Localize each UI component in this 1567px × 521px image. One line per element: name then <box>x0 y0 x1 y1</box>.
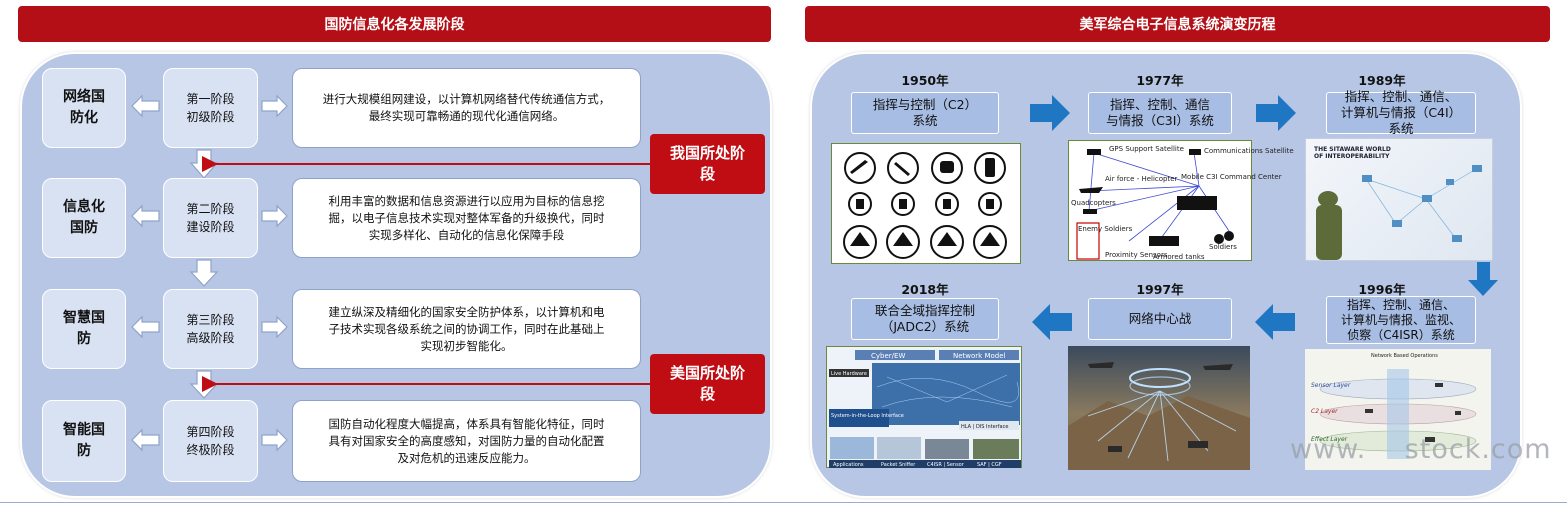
ncw-image <box>1068 346 1250 470</box>
us-stage-callout: 美国所处阶 段 <box>650 354 765 414</box>
stage-level: 高级阶段 <box>186 331 235 345</box>
c4isr-effect-layer: Effect Layer <box>1311 436 1348 443</box>
year-1989: 1989年 <box>1358 73 1406 88</box>
system-box-c2: 指挥与控制（C2） 系统 <box>851 92 999 134</box>
arrow-right-2 <box>261 204 288 228</box>
c3i-label-airforce: Air force - Helicopter <box>1105 175 1178 183</box>
phase-name-4: 智能国 防 <box>42 400 126 482</box>
stage-box-2: 第二阶段 建设阶段 <box>163 178 258 258</box>
stage-level: 终极阶段 <box>186 443 235 457</box>
jadc2-label-packet: Packet Sniffer <box>881 462 916 468</box>
stage-description-3: 建立纵深及精细化的国家安全防护体系，以计算机和电 子技术实现各级系统之间的协调工… <box>292 289 641 369</box>
c3i-label-soldiers: Soldiers <box>1209 243 1237 251</box>
c4i-sitaware-image: THE SITAWARE WORLD OF INTEROPERABILITY <box>1305 138 1493 261</box>
left-connectors <box>131 94 650 452</box>
stage-box-3: 第三阶段 高级阶段 <box>163 289 258 369</box>
jadc2-label-live: Live Hardware <box>831 371 867 377</box>
right-title-banner: 美军综合电子信息系统演变历程 <box>805 6 1550 42</box>
stage-box-4: 第四阶段 终极阶段 <box>163 400 258 482</box>
system-box-jadc2: 联合全域指挥控制 （JADC2）系统 <box>851 298 999 340</box>
system-box-ncw: 网络中心战 <box>1088 298 1232 340</box>
arrow-left-4 <box>131 428 160 452</box>
year-1996: 1996年 <box>1358 282 1406 297</box>
stage-box-1: 第一阶段 初级阶段 <box>163 68 258 148</box>
arrow-down-1 <box>189 149 219 179</box>
stage-label: 第三阶段 <box>186 313 235 327</box>
c3i-label-enemy: Enemy Soldiers <box>1078 225 1133 233</box>
arrow-right-4 <box>261 428 288 452</box>
stage-label: 第二阶段 <box>186 202 235 216</box>
c4i-heading-2: OF INTEROPERABILITY <box>1314 153 1390 160</box>
arrow-left-icon <box>1032 304 1072 340</box>
c3i-label-sensors: Proximity Sensors <box>1105 251 1168 259</box>
watermark-text: www. stock.com <box>1290 434 1552 465</box>
arrow-left-1 <box>131 94 160 118</box>
c2-icons-image <box>831 143 1021 264</box>
jadc2-label-c4isr: C4ISR | Sensor <box>927 462 965 468</box>
arrow-left-3 <box>131 315 160 339</box>
arrow-left-2 <box>131 204 160 228</box>
arrow-down-icon <box>1468 262 1498 296</box>
jadc2-label-network: Network Model <box>953 352 1006 360</box>
jadc2-label-hla: HLA | DIS Interface <box>961 424 1008 430</box>
c3i-label-mobile: Mobile C3I Command Center <box>1181 173 1282 181</box>
system-box-c4isr: 指挥、控制、通信、 计算机与情报、监视、 侦察（C4ISR）系统 <box>1326 296 1476 344</box>
system-box-c3i: 指挥、控制、通信 与情报（C3I）系统 <box>1088 92 1232 134</box>
china-stage-callout: 我国所处阶 段 <box>650 134 765 194</box>
stage-level: 初级阶段 <box>186 110 235 124</box>
year-1950: 1950年 <box>901 73 949 88</box>
stage-description-1: 进行大规模组网建设，以计算机网络替代传统通信方式， 最终实现可靠畅通的现代化通信… <box>292 68 641 148</box>
evolution-arrows <box>1030 95 1498 340</box>
c3i-label-comm: Communications Satellite <box>1204 147 1294 155</box>
year-1977: 1977年 <box>1136 73 1184 88</box>
c4isr-image: Network Based Operations Sensor Layer C2… <box>1305 349 1491 470</box>
phase-name-3: 智慧国 防 <box>42 289 126 369</box>
c3i-label-quad: Quadcopters <box>1071 199 1116 207</box>
jadc2-label-cyber: Cyber/EW <box>871 352 905 360</box>
arrow-left-icon <box>1255 304 1295 340</box>
jadc2-image: Cyber/EW Network Model Live Hardware Sys… <box>826 346 1022 468</box>
arrow-right-icon <box>1256 95 1296 131</box>
arrow-right-icon <box>1030 95 1070 131</box>
c4isr-heading: Network Based Operations <box>1371 353 1438 359</box>
phase-name-2: 信息化 国防 <box>42 178 126 258</box>
stage-description-4: 国防自动化程度大幅提高，体系具有智能化特征，同时 具有对国家安全的高度感知，对国… <box>292 400 641 482</box>
stage-label: 第四阶段 <box>186 425 235 439</box>
arrow-down-3 <box>189 370 219 399</box>
c3i-label-gps: GPS Support Satellite <box>1109 145 1184 153</box>
stage-description-2: 利用丰富的数据和信息资源进行以应用为目标的信息挖 掘，以电子信息技术实现对整体军… <box>292 178 641 258</box>
stage-level: 建设阶段 <box>186 220 235 234</box>
jadc2-label-saf: SAF | CGF <box>977 462 1002 468</box>
c4isr-sensor-layer: Sensor Layer <box>1311 382 1351 389</box>
arrow-right-1 <box>261 94 288 118</box>
bottom-divider <box>0 502 1567 503</box>
jadc2-label-sil: System-in-the-Loop Interface <box>831 413 904 419</box>
arrow-right-3 <box>261 315 288 339</box>
c4i-heading-1: THE SITAWARE WORLD <box>1314 146 1391 153</box>
left-title-banner: 国防信息化各发展阶段 <box>18 6 771 42</box>
stage-label: 第一阶段 <box>186 92 235 106</box>
jadc2-label-apps: Applications <box>833 462 864 468</box>
phase-name-1: 网络国 防化 <box>42 68 126 148</box>
c3i-battlefield-image: GPS Support Satellite Communications Sat… <box>1068 140 1294 261</box>
system-box-c4i: 指挥、控制、通信、 计算机与情报（C4I） 系统 <box>1326 89 1476 136</box>
year-1997: 1997年 <box>1136 282 1184 297</box>
c3i-label-tanks: Armored tanks <box>1153 253 1205 261</box>
year-2018: 2018年 <box>901 282 949 297</box>
arrow-down-2 <box>189 259 219 287</box>
c4isr-c2-layer: C2 Layer <box>1311 408 1338 415</box>
